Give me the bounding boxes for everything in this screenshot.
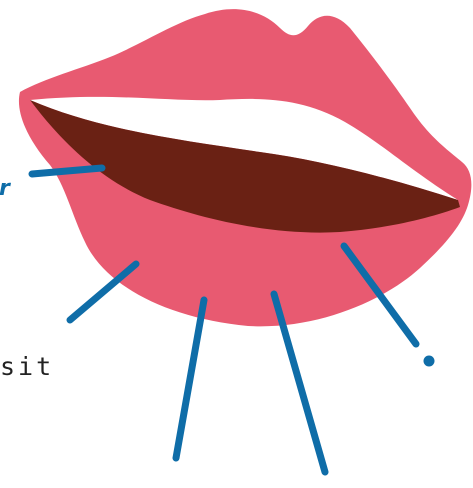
pointer-line-bottom-mid-left <box>176 300 204 458</box>
pointer-end-dot <box>424 356 435 367</box>
pointer-line-lower-left <box>70 264 136 320</box>
label-fragment-lower-left: sit <box>0 352 54 381</box>
label-fragment-upper-left: r <box>0 176 10 201</box>
